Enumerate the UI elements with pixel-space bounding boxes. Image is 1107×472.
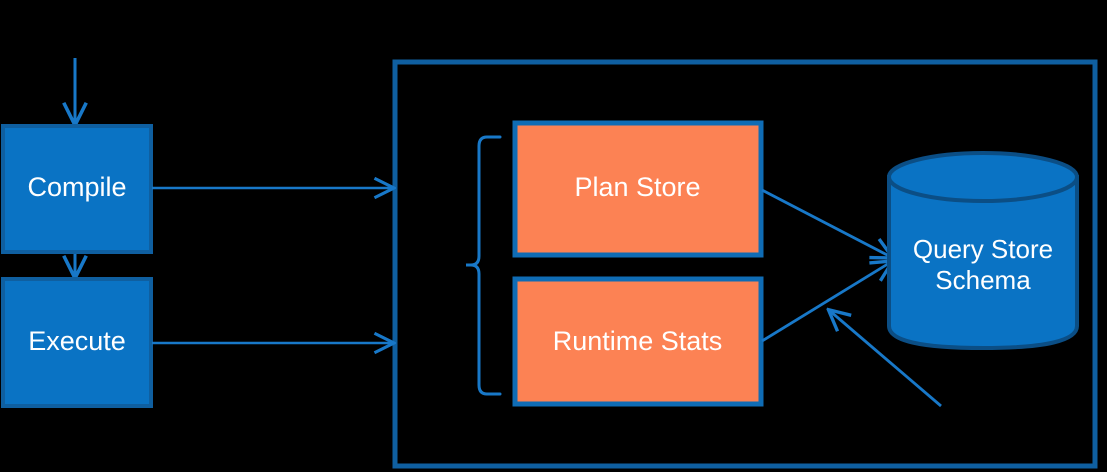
node-plan-store[interactable] [512,120,764,258]
node-runtime-stats[interactable] [512,276,764,407]
connector-external-to-schema [830,311,942,408]
connector-plan-store-to-schema [761,188,891,257]
node-execute[interactable] [1,277,153,408]
connector-runtime-stats-to-schema [761,262,891,343]
node-query-store-schema[interactable] [887,151,1079,351]
node-compile[interactable] [1,124,153,254]
cylinder-top [887,151,1079,203]
cylinder-body [887,175,1079,351]
container-rectangle [392,59,1098,469]
grouping-bracket [466,135,502,396]
